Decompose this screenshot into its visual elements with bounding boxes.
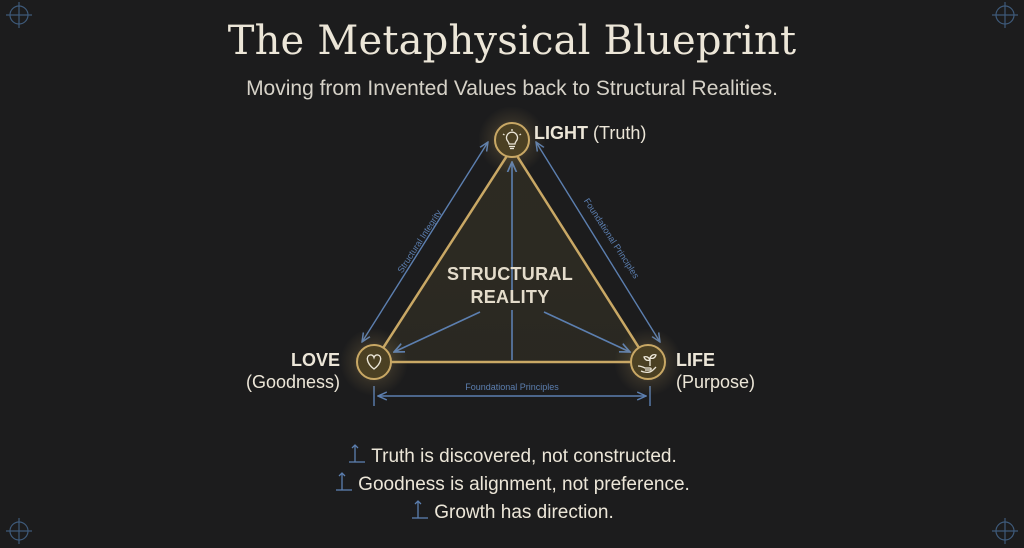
center-label-line1: STRUCTURAL — [447, 264, 573, 284]
dimension-line-left — [362, 142, 488, 342]
page-subtitle: Moving from Invented Values back to Stru… — [246, 77, 778, 100]
principle-item: Growth has direction. — [0, 499, 1024, 527]
node-qualifier-life: (Purpose) — [676, 372, 756, 392]
dimension-arrow-icon — [334, 471, 354, 499]
edge-label-right: Foundational Principles — [582, 196, 642, 280]
principle-item: Goodness is alignment, not preference. — [0, 471, 1024, 499]
node-label-light: LIGHT (Truth) — [534, 122, 646, 144]
node-light — [494, 122, 530, 158]
node-name-life: LIFE — [676, 350, 715, 370]
sprout-in-hand-icon — [637, 353, 657, 374]
edge-label-bottom: Foundational Principles — [465, 382, 559, 392]
node-label-life: LIFE (Purpose) — [676, 349, 755, 393]
node-label-love: LOVE (Goodness) — [238, 349, 340, 393]
dimension-arrow-icon — [347, 443, 367, 471]
principle-text: Growth has direction. — [434, 502, 614, 524]
corner-crosshair-icon — [990, 516, 1020, 546]
node-love — [356, 344, 392, 380]
center-label-line2: REALITY — [470, 287, 550, 307]
node-name-love: LOVE — [290, 350, 340, 370]
corner-crosshair-icon — [4, 0, 34, 30]
heart-icon — [366, 354, 382, 370]
node-qualifier-love: (Goodness) — [245, 372, 340, 392]
node-name-light: LIGHT — [534, 123, 588, 143]
principle-text: Goodness is alignment, not preference. — [358, 474, 690, 496]
dimension-line-right — [536, 142, 660, 342]
node-qualifier-light: (Truth) — [593, 123, 647, 143]
corner-crosshair-icon — [4, 516, 34, 546]
principle-item: Truth is discovered, not constructed. — [0, 443, 1024, 471]
center-label: STRUCTURAL REALITY — [430, 263, 590, 309]
node-life — [630, 344, 666, 380]
principle-text: Truth is discovered, not constructed. — [371, 446, 677, 468]
corner-crosshair-icon — [990, 0, 1020, 30]
dimension-arrow-icon — [410, 499, 430, 527]
lightbulb-icon — [502, 129, 522, 150]
page-title: The Metaphysical Blueprint — [227, 18, 797, 64]
